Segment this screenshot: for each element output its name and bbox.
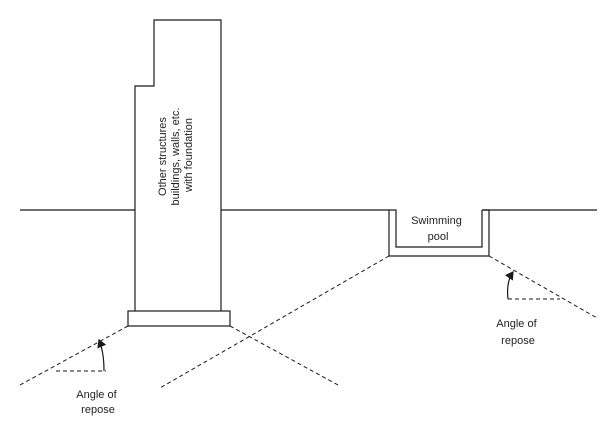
angle-right-arc [504,271,514,300]
structure-label: Other structures buildings, walls, etc. … [157,105,195,206]
repose-line-pool-left [159,255,390,389]
angle-right-label: Angle of repose [496,318,539,347]
pool-inner-wall [389,209,483,248]
repose-line-pool-right [488,255,598,319]
pool-label: Swimming pool [411,215,465,243]
angle-left-label: Angle of repose [76,389,119,416]
structure-outline [134,19,222,311]
repose-line-footing-right [229,325,339,386]
repose-line-footing-left [19,325,129,386]
foundation-footing [127,310,231,327]
angle-left-arc [97,338,107,372]
